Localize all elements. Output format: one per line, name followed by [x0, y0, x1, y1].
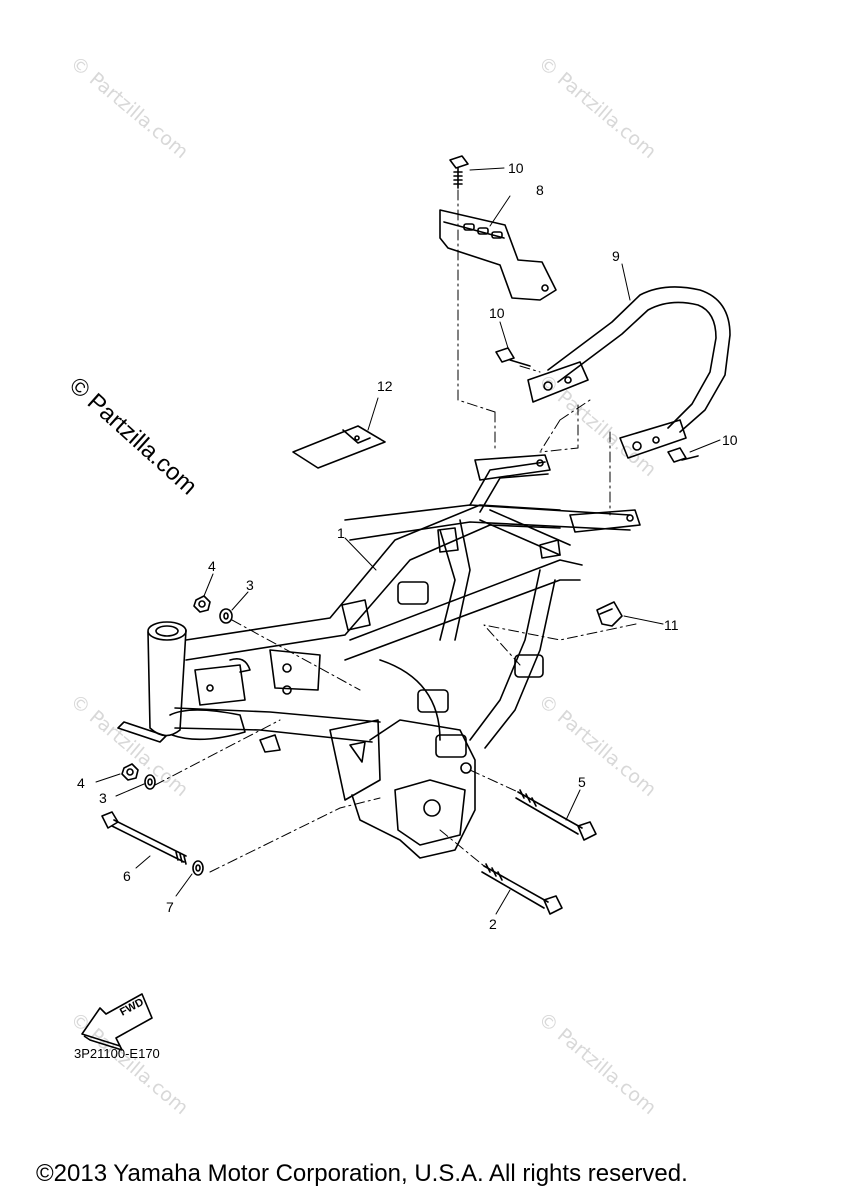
fwd-arrow-icon [81, 993, 153, 1051]
bolt-part-10 [449, 155, 699, 463]
callout-4: 4 [208, 558, 216, 574]
callout-6: 6 [123, 868, 131, 884]
callout-11: 11 [664, 617, 679, 633]
callout-3: 3 [99, 790, 107, 806]
callout-7: 7 [166, 899, 174, 915]
callout-4: 4 [77, 775, 85, 791]
clamp-part-11 [596, 601, 623, 627]
nut-washer-parts [121, 595, 233, 876]
callout-5: 5 [578, 774, 586, 790]
bolt-part-2 [481, 863, 563, 915]
bracket-part-8 [439, 209, 557, 301]
label-part-12 [292, 425, 386, 469]
callout-2: 2 [489, 916, 497, 932]
callout-8: 8 [536, 182, 544, 198]
callout-10: 10 [722, 432, 738, 448]
callout-12: 12 [377, 378, 393, 394]
callout-9: 9 [612, 248, 620, 264]
bolt-part-5 [515, 789, 597, 841]
long-bolt-part-6 [101, 811, 187, 865]
callout-3: 3 [246, 577, 254, 593]
callout-10: 10 [508, 160, 524, 176]
diagram-code: 3P21100-E170 [74, 1046, 160, 1061]
main-frame [117, 454, 641, 859]
callout-1: 1 [337, 525, 345, 541]
grab-bar-part-9 [527, 286, 731, 459]
copyright-notice: ©2013 Yamaha Motor Corporation, U.S.A. A… [36, 1160, 688, 1187]
callout-10: 10 [489, 305, 505, 321]
